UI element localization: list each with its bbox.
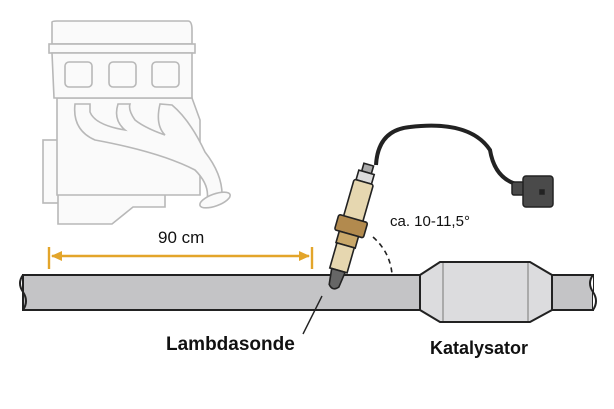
distance-dimension <box>47 247 314 269</box>
angle-arc <box>372 236 393 275</box>
angle-label: ca. 10-11,5° <box>390 213 470 230</box>
lambda-sensor <box>328 162 376 290</box>
distance-label: 90 cm <box>158 228 205 247</box>
engine-illustration <box>42 20 231 225</box>
catalyst-body <box>419 261 553 323</box>
sensor-label: Lambdasonde <box>166 334 295 355</box>
connector-plug <box>511 175 554 208</box>
sensor-cable <box>374 123 521 187</box>
catalyst-label: Katalysator <box>430 338 529 358</box>
sensor-leader-line <box>302 295 323 335</box>
